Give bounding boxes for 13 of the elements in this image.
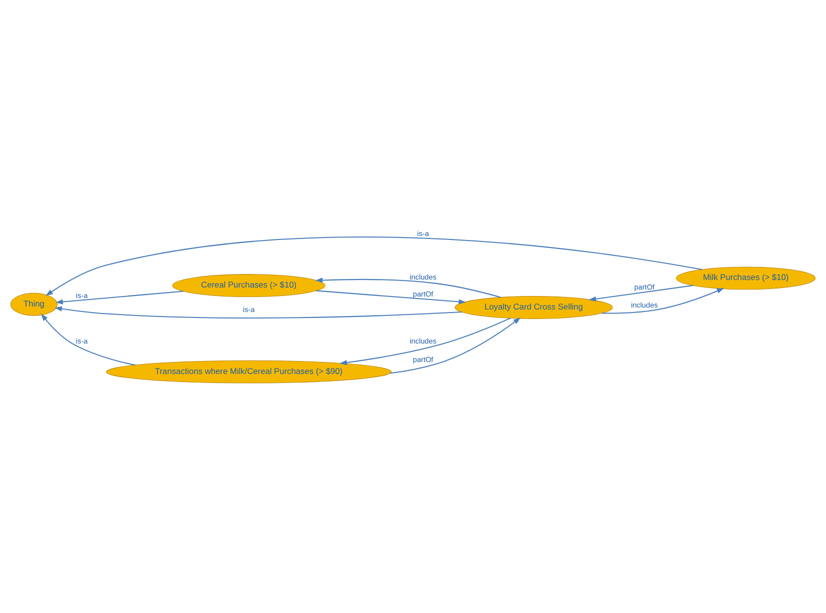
node-ellipse: Thing xyxy=(10,292,58,316)
node-ellipse: Milk Purchases (> $10) xyxy=(676,266,816,290)
arrow xyxy=(390,318,521,374)
arrow xyxy=(54,306,462,318)
arrow xyxy=(56,290,184,304)
arrow xyxy=(316,290,466,304)
node-ellipse: Cereal Purchases (> $10) xyxy=(172,274,326,297)
arrow xyxy=(601,288,724,314)
arrow xyxy=(46,236,702,296)
arrow xyxy=(315,278,501,298)
arrow xyxy=(40,314,136,366)
arrow xyxy=(340,318,511,366)
arrow xyxy=(588,284,694,302)
